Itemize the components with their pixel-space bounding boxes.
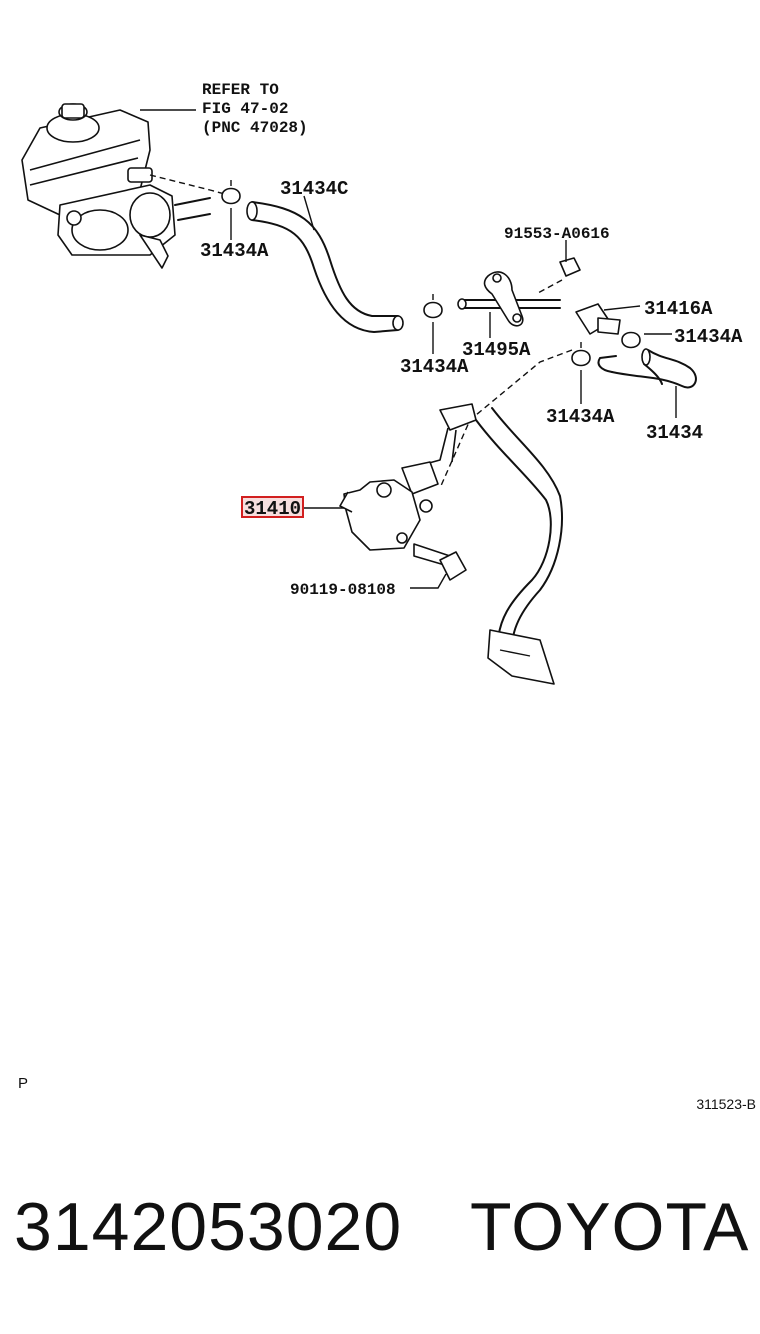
clip-middle — [423, 294, 443, 319]
label-31434A-mid: 31434A — [400, 356, 469, 378]
svg-text:(PNC 47028): (PNC 47028) — [202, 119, 308, 137]
refer-note: REFER TO FIG 47-02 (PNC 47028) — [202, 81, 308, 137]
label-91553-A0616: 91553-A0616 — [504, 225, 610, 243]
label-31434A-right: 31434A — [674, 326, 743, 348]
clip-lower — [571, 342, 591, 367]
hose-stub — [174, 197, 211, 221]
hose-31434 — [597, 348, 697, 389]
clutch-master-cylinder — [339, 403, 477, 551]
brake-master-cylinder — [21, 103, 196, 269]
label-31495A: 31495A — [462, 339, 531, 361]
diagram-code: 311523-B — [696, 1096, 756, 1112]
clutch-pedal — [475, 407, 563, 685]
bolt-90119 — [413, 543, 467, 581]
pipe-31495A — [457, 271, 561, 327]
footer: 3142053020 TOYOTA — [14, 1188, 754, 1266]
bolt-91553 — [535, 257, 581, 295]
clip-top — [221, 180, 241, 205]
routing-line-middle — [439, 349, 573, 489]
brand-name: TOYOTA — [470, 1189, 750, 1265]
page-marker: P — [18, 1075, 29, 1092]
label-31416A: 31416A — [644, 298, 713, 320]
label-31434C: 31434C — [280, 178, 348, 200]
hose-31434C — [246, 201, 404, 333]
svg-text:FIG 47-02: FIG 47-02 — [202, 100, 288, 118]
leader-lines — [230, 195, 677, 589]
part-number: 3142053020 — [14, 1189, 403, 1265]
parts-diagram: REFER TO FIG 47-02 (PNC 47028) 31434C 31… — [21, 81, 743, 685]
highlight-box-31410 — [241, 496, 304, 518]
routing-line-top — [149, 174, 233, 197]
label-31434: 31434 — [646, 422, 703, 444]
svg-text:REFER TO: REFER TO — [202, 81, 279, 99]
connector-31416A — [575, 303, 621, 335]
label-31434A-low: 31434A — [546, 406, 615, 428]
label-90119-08108: 90119-08108 — [290, 581, 396, 599]
clip-right — [621, 331, 641, 349]
label-31410[interactable]: 31410 — [244, 498, 301, 520]
label-31434A-top: 31434A — [200, 240, 269, 262]
